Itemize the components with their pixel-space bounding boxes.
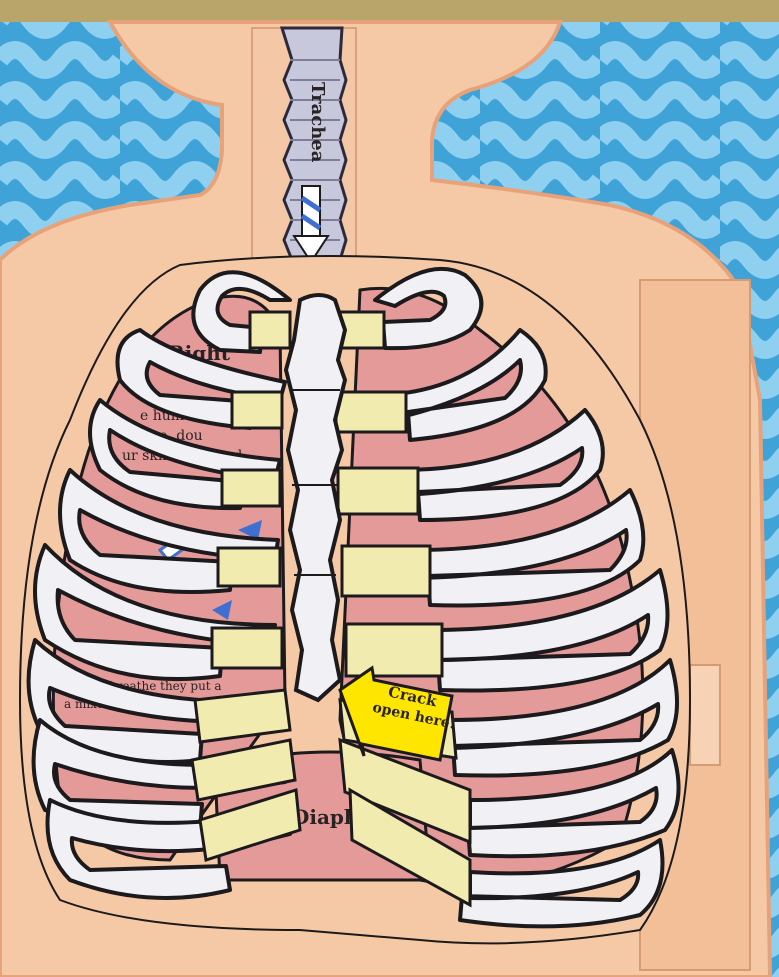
diaphragm-label: Diaph <box>292 805 359 829</box>
side-tab[interactable] <box>690 665 720 765</box>
top-edge-strip <box>0 0 779 22</box>
trachea-label: Trachea <box>307 82 328 163</box>
